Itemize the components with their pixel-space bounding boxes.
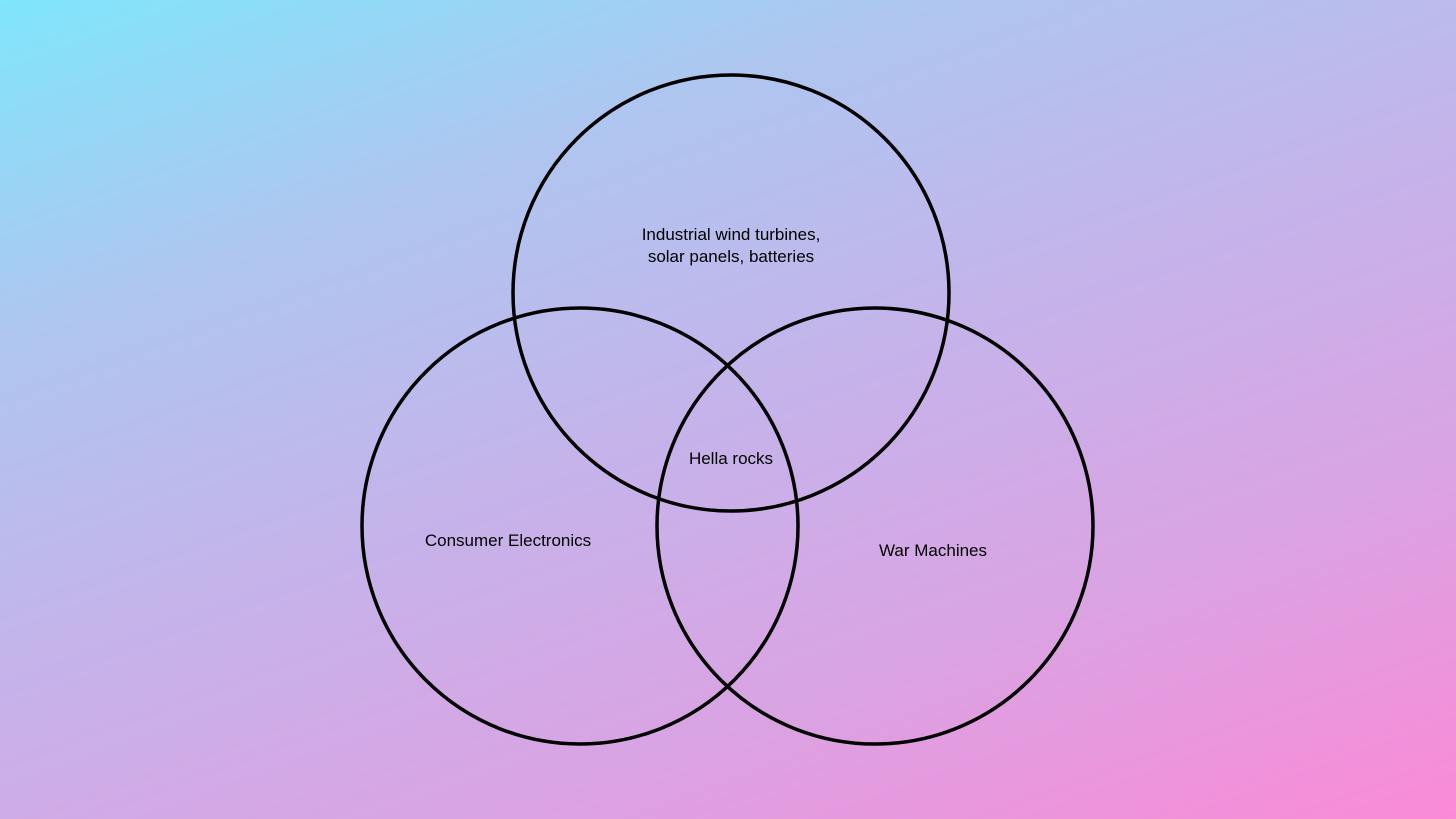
label-right-set: War Machines: [878, 541, 988, 560]
label-center-intersection: Hella rocks: [688, 449, 774, 468]
circle-left: [360, 306, 800, 746]
circle-right: [655, 306, 1095, 746]
label-top-line-1: Industrial wind turbines,: [641, 225, 821, 244]
circle-top: [511, 73, 951, 513]
label-top-set: Industrial wind turbines, solar panels, …: [642, 224, 821, 268]
label-left-set: Consumer Electronics: [424, 531, 592, 550]
label-top-line-2: solar panels, batteries: [647, 247, 815, 266]
